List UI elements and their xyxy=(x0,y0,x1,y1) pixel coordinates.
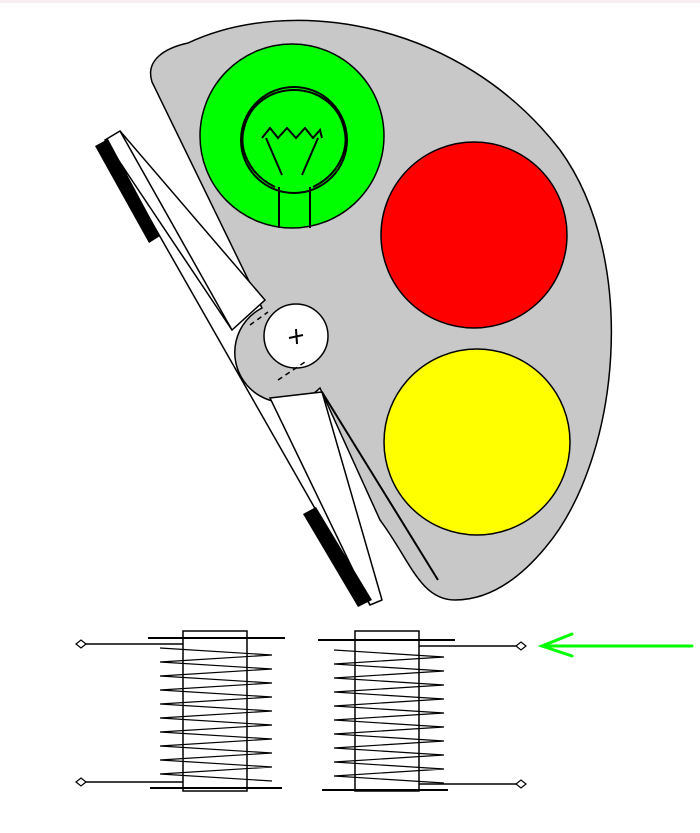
right-coil xyxy=(318,630,518,792)
lightbulb-icon xyxy=(240,86,348,228)
terminal-top-right xyxy=(515,641,527,651)
green-lamp xyxy=(199,43,385,229)
left-coil xyxy=(84,630,285,792)
armature-weight-top xyxy=(95,139,160,243)
terminal-top-left xyxy=(75,639,87,649)
red-lamp xyxy=(380,141,568,329)
yellow-lamp xyxy=(383,348,571,536)
left-terminals xyxy=(75,639,87,787)
terminal-bottom-right xyxy=(515,779,527,789)
input-arrow xyxy=(537,632,694,658)
armature-bar xyxy=(95,130,439,607)
right-terminals xyxy=(515,641,527,789)
green-lamp-group xyxy=(199,43,385,229)
terminal-bottom-left xyxy=(75,777,87,787)
pivot-screw xyxy=(249,303,329,381)
top-strip xyxy=(0,0,700,3)
armature-weight-bottom xyxy=(303,507,372,607)
